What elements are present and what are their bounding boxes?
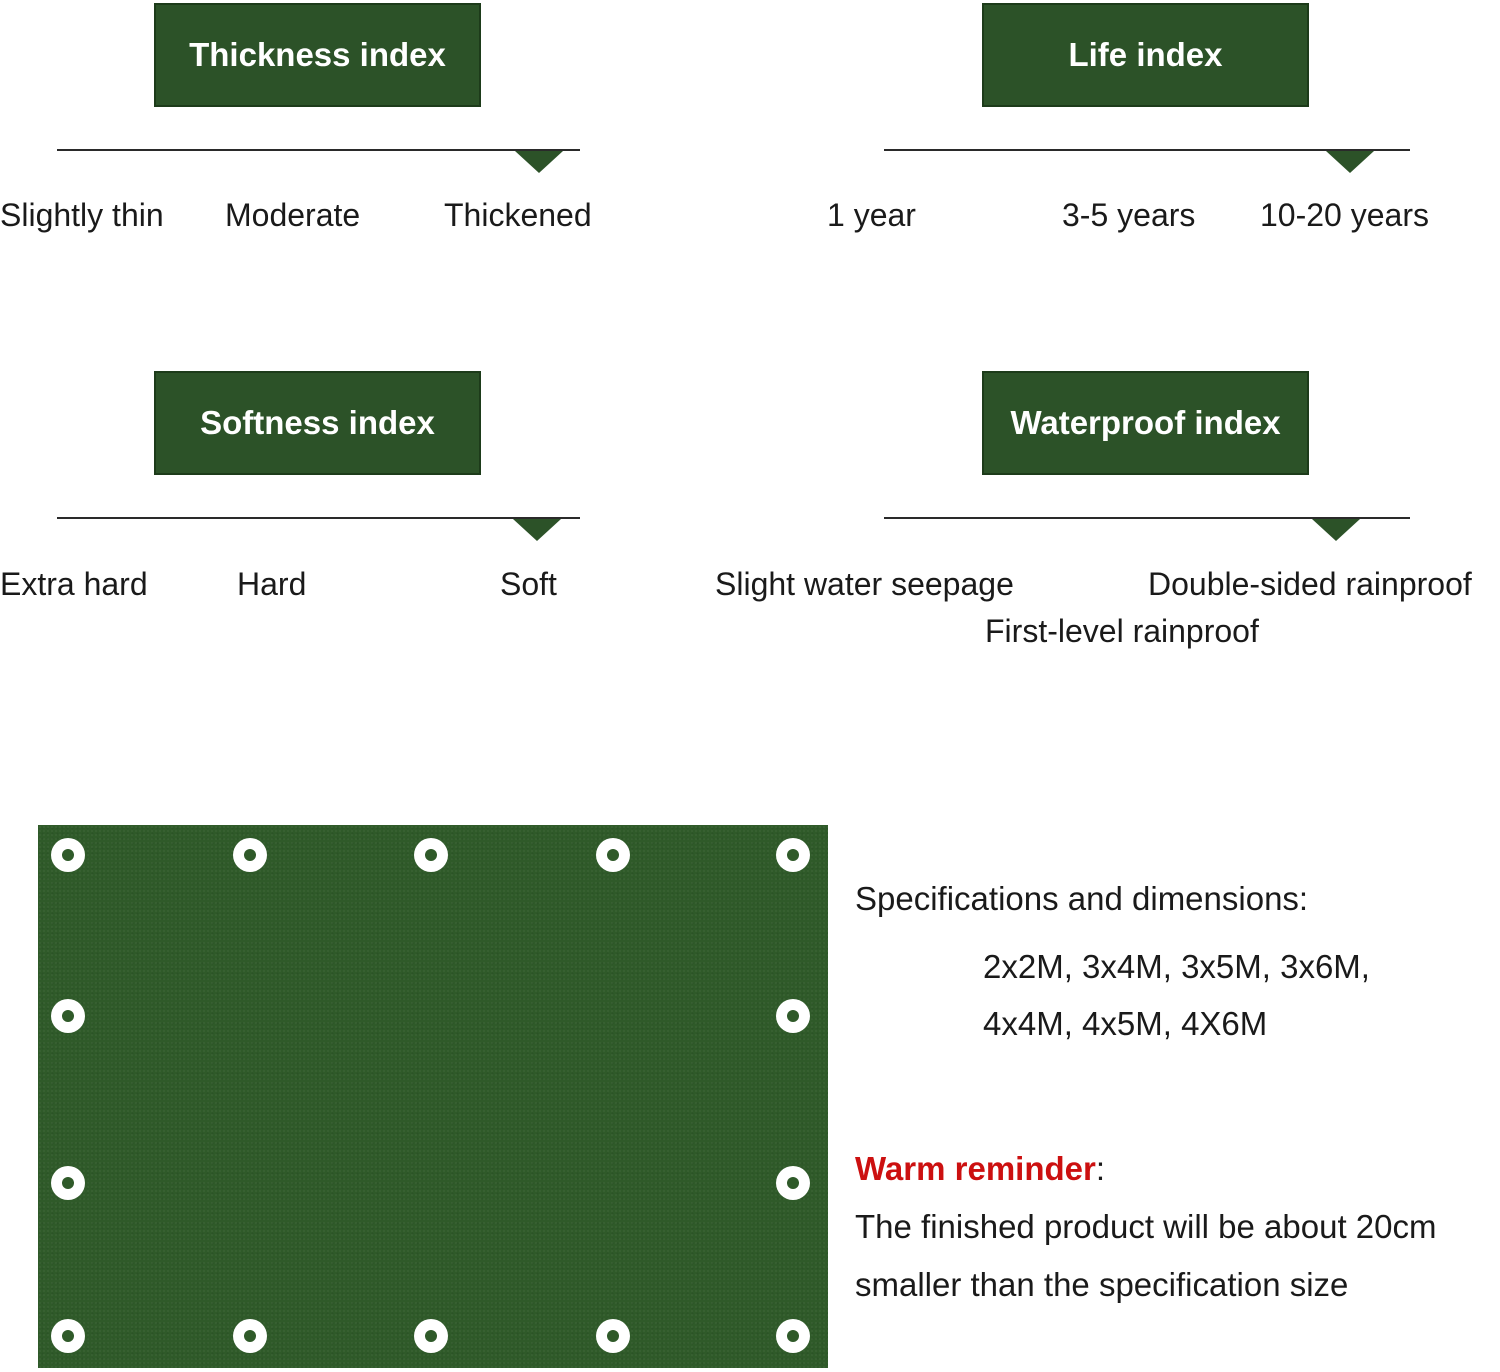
grommet-icon (414, 1319, 448, 1353)
tarp-product-image (38, 825, 828, 1368)
softness-index-marker (513, 519, 561, 541)
thickness-index-marker (515, 151, 563, 173)
waterproof-level-label: Slight water seepage (715, 566, 1014, 602)
life-index-title: Life index (982, 3, 1309, 107)
life-level-label: 1 year (827, 197, 916, 233)
warm-reminder-colon: : (1095, 1150, 1106, 1187)
grommet-icon (776, 999, 810, 1033)
thickness-level-label: Thickened (444, 197, 592, 233)
grommet-icon (776, 1319, 810, 1353)
grommet-icon (596, 1319, 630, 1353)
grommet-icon (51, 999, 85, 1033)
grommet-icon (233, 1319, 267, 1353)
life-level-label: 3-5 years (1062, 197, 1196, 233)
warm-reminder-label: Warm reminder (855, 1150, 1096, 1187)
grommet-icon (233, 838, 267, 872)
softness-level-label: Extra hard (0, 566, 148, 602)
warm-reminder-text: smaller than the specification size (855, 1266, 1349, 1303)
waterproof-level-label: First-level rainproof (985, 613, 1259, 649)
life-index-scale-line (884, 149, 1410, 151)
warm-reminder-text: The finished product will be about 20cm (855, 1208, 1437, 1245)
grommet-icon (776, 1166, 810, 1200)
softness-level-label: Hard (237, 566, 307, 602)
waterproof-index-marker (1312, 519, 1360, 541)
specifications-heading: Specifications and dimensions: (855, 880, 1309, 917)
life-level-label: 10-20 years (1260, 197, 1429, 233)
grommet-icon (776, 838, 810, 872)
softness-level-label: Soft (500, 566, 557, 602)
grommet-icon (414, 838, 448, 872)
softness-index-title: Softness index (154, 371, 481, 475)
thickness-level-label: Slightly thin (0, 197, 164, 233)
waterproof-level-label: Double-sided rainproof (1148, 566, 1472, 602)
waterproof-index-scale-line (884, 517, 1410, 519)
softness-index-scale-line (57, 517, 580, 519)
thickness-level-label: Moderate (225, 197, 361, 233)
grommet-icon (596, 838, 630, 872)
thickness-index-scale-line (57, 149, 580, 151)
grommet-icon (51, 1319, 85, 1353)
grommet-icon (51, 838, 85, 872)
thickness-index-title: Thickness index (154, 3, 481, 107)
grommet-icon (51, 1166, 85, 1200)
warm-reminder: Warm reminder: (855, 1150, 1105, 1188)
life-index-marker (1326, 151, 1374, 173)
specifications-sizes-line: 2x2M, 3x4M, 3x5M, 3x6M, (983, 948, 1370, 985)
waterproof-index-title: Waterproof index (982, 371, 1309, 475)
specifications-sizes-line: 4x4M, 4x5M, 4X6M (983, 1005, 1268, 1042)
